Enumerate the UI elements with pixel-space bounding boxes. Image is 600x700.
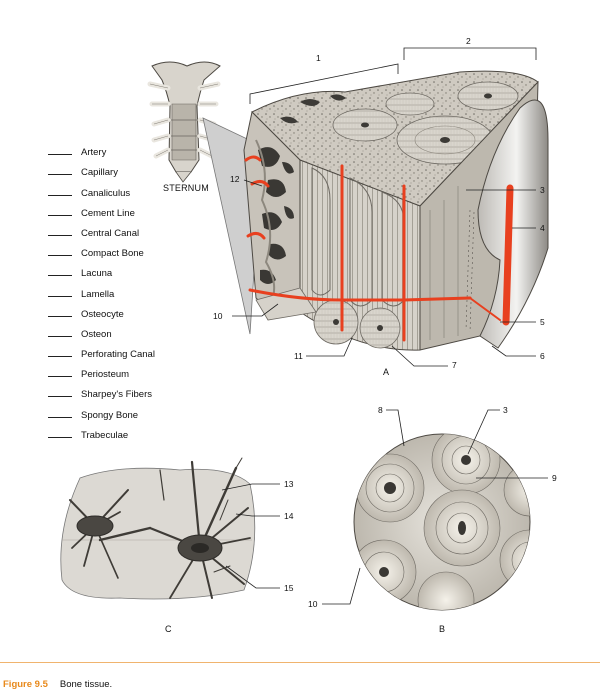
term-lacuna: Lacuna	[48, 259, 155, 279]
callout-13: 13	[284, 479, 294, 489]
term-osteocyte: Osteocyte	[48, 300, 155, 320]
answer-blank[interactable]	[48, 436, 72, 438]
term-label: Spongy Bone	[81, 409, 139, 421]
answer-blank[interactable]	[48, 375, 72, 378]
term-perforating-canal: Perforating Canal	[48, 340, 155, 360]
answer-blank[interactable]	[48, 395, 72, 398]
panel-c-label: C	[165, 624, 172, 634]
term-osteon: Osteon	[48, 320, 155, 340]
answer-blank[interactable]	[48, 274, 72, 277]
figure-caption-text: Bone tissue.	[59, 679, 113, 690]
label-term-list: Artery Capillary Canaliculus Cement Line…	[48, 138, 155, 441]
answer-blank[interactable]	[48, 234, 72, 236]
answer-blank[interactable]	[48, 254, 72, 257]
term-trabeculae: Trabeculae	[48, 421, 155, 441]
bone-block-illustration	[243, 70, 549, 351]
figure-caption: Figure 9.5 Bone tissue.	[3, 679, 112, 690]
term-label: Trabeculae	[81, 429, 129, 441]
term-label: Lacuna	[81, 268, 113, 280]
answer-blank[interactable]	[48, 315, 72, 317]
term-periosteum: Periosteum	[48, 360, 155, 380]
callout-12: 12	[230, 174, 240, 184]
callout-15: 15	[284, 583, 294, 593]
term-compact-bone: Compact Bone	[48, 239, 155, 259]
sternum-label: STERNUM	[163, 183, 209, 193]
blood-vessels	[244, 155, 514, 342]
sternum-illustration	[147, 61, 263, 335]
callout-4: 4	[540, 223, 545, 233]
term-label: Compact Bone	[81, 248, 144, 260]
term-central-canal: Central Canal	[48, 219, 155, 239]
term-spongy-bone: Spongy Bone	[48, 400, 155, 421]
callout-3: 3	[540, 185, 545, 195]
osteocyte-illustration	[60, 457, 256, 600]
term-artery: Artery	[48, 138, 155, 158]
term-label: Lamella	[81, 288, 115, 300]
leader-lines-c	[221, 483, 280, 589]
callout-14: 14	[284, 511, 294, 521]
answer-blank[interactable]	[48, 153, 72, 156]
callout-7: 7	[452, 360, 457, 370]
term-label: Sharpey's Fibers	[81, 389, 152, 401]
callout-10b: 10	[308, 599, 318, 609]
answer-blank[interactable]	[48, 194, 72, 196]
term-sharpeys-fibers: Sharpey's Fibers	[48, 380, 155, 400]
callout-9: 9	[552, 473, 557, 483]
caption-divider	[0, 662, 600, 663]
figure-number: Figure 9.5	[3, 679, 48, 690]
callout-10: 10	[213, 311, 223, 321]
term-label: Central Canal	[81, 227, 140, 239]
term-label: Cement Line	[81, 207, 135, 219]
callout-2: 2	[466, 36, 471, 46]
term-cement-line: Cement Line	[48, 199, 155, 219]
term-capillary: Capillary	[48, 158, 155, 178]
callout-8: 8	[378, 405, 383, 415]
answer-blank[interactable]	[48, 214, 72, 216]
term-label: Osteon	[81, 328, 112, 340]
term-label: Osteocyte	[81, 308, 124, 320]
callout-5: 5	[540, 317, 545, 327]
answer-blank[interactable]	[48, 295, 72, 297]
term-label: Artery	[81, 147, 107, 159]
callout-11: 11	[294, 351, 303, 361]
term-label: Periosteum	[81, 369, 130, 381]
osteon-cross-section	[353, 433, 531, 611]
term-canaliculus: Canaliculus	[48, 178, 155, 199]
panel-b-label: B	[439, 624, 446, 634]
leader-lines-b	[322, 409, 548, 605]
panel-a-label: A	[383, 367, 390, 377]
answer-blank[interactable]	[48, 335, 72, 337]
term-label: Canaliculus	[81, 187, 131, 199]
leader-lines-a	[232, 47, 537, 367]
answer-blank[interactable]	[48, 416, 72, 418]
bone-tissue-figure	[60, 47, 549, 611]
callout-1: 1	[316, 53, 321, 63]
answer-blank[interactable]	[48, 355, 72, 358]
term-label: Perforating Canal	[81, 349, 155, 361]
answer-blank[interactable]	[48, 173, 72, 176]
term-label: Capillary	[81, 167, 118, 179]
term-lamella: Lamella	[48, 279, 155, 300]
callout-3b: 3	[503, 405, 508, 415]
callout-6: 6	[540, 351, 545, 361]
